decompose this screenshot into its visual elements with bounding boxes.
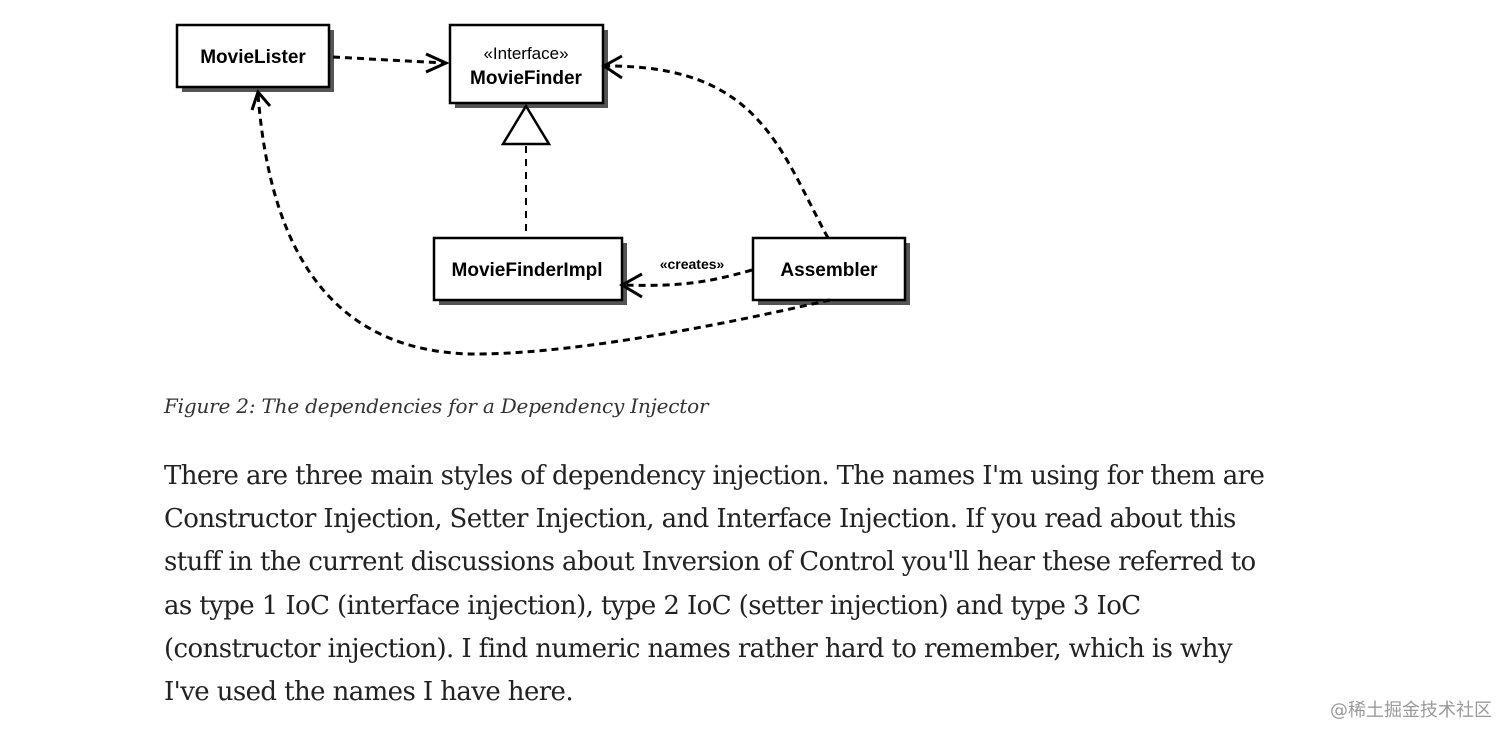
watermark: @稀土掘金技术社区 — [1330, 700, 1492, 721]
paragraph-line: Constructor Injection, Setter Injection,… — [164, 504, 1236, 535]
movie-finder-interface-box: «Interface» MovieFinder — [448, 23, 608, 108]
paragraph-line: stuff in the current discussions about I… — [164, 547, 1256, 578]
assembler-label: Assembler — [780, 260, 878, 281]
lister-to-finder-dependency — [332, 52, 450, 74]
movie-finder-impl-label: MovieFinderImpl — [452, 260, 603, 281]
body-paragraph: There are three main styles of dependenc… — [164, 455, 1265, 714]
realization-arrow — [500, 103, 552, 238]
movie-finder-label: MovieFinder — [470, 68, 583, 89]
uml-diagram: MovieLister «Interface» MovieFinder Movi… — [175, 23, 910, 356]
paragraph-line: I've used the names I have here. — [164, 677, 574, 708]
movie-lister-label: MovieLister — [200, 47, 306, 68]
assembler-to-lister-dependency — [250, 89, 831, 356]
creates-stereotype-label: «creates» — [660, 256, 725, 272]
assembler-creates-impl-dependency: «creates» — [618, 256, 753, 299]
assembler-to-finder-dependency — [601, 54, 830, 239]
figure-caption: Figure 2: The dependencies for a Depende… — [164, 394, 709, 418]
movie-lister-box: MovieLister — [175, 23, 334, 92]
movie-finder-impl-box: MovieFinderImpl — [432, 236, 627, 305]
paragraph-line: (constructor injection). I find numeric … — [164, 633, 1233, 664]
interface-stereotype-label: «Interface» — [483, 44, 568, 63]
paragraph-line: There are three main styles of dependenc… — [164, 461, 1265, 491]
assembler-box: Assembler — [751, 236, 910, 305]
paragraph-line: as type 1 IoC (interface injection), typ… — [164, 590, 1141, 621]
